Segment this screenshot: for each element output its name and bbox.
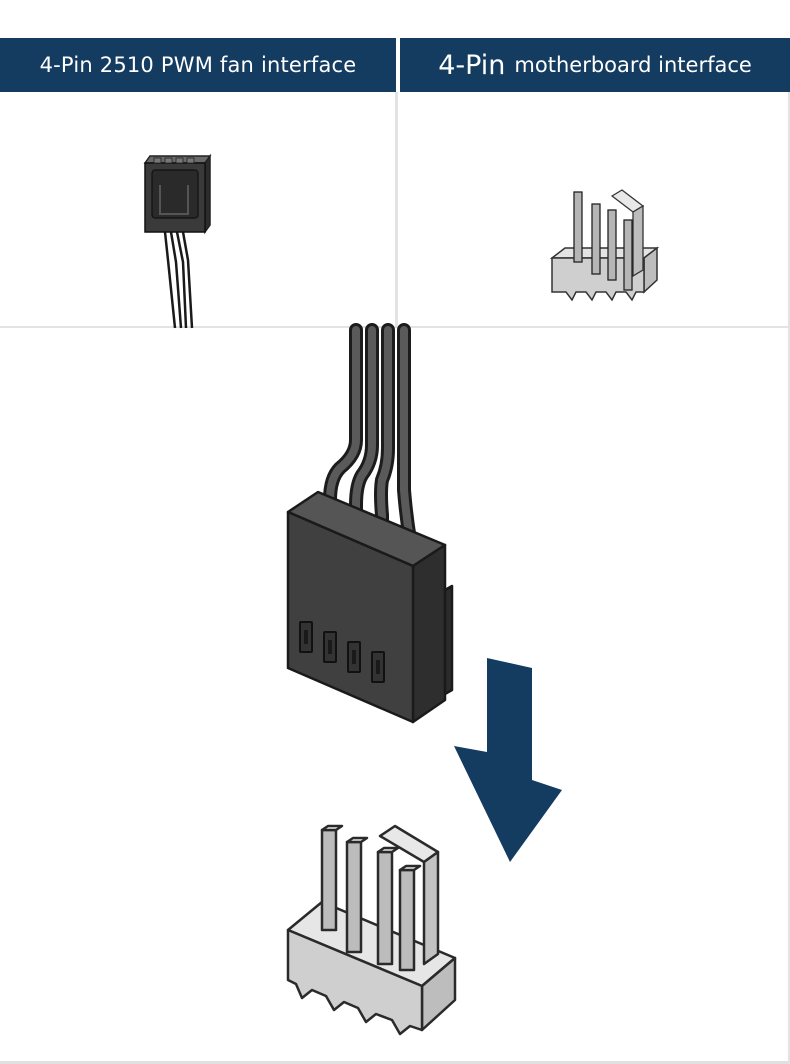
motherboard-interface-header: 4-Pin motherboard interface [400, 38, 790, 92]
motherboard-interface-title-prefix: 4-Pin [438, 49, 506, 81]
fan-connector-panel [0, 92, 398, 328]
motherboard-header-panel [398, 92, 790, 328]
fan-interface-header: 4-Pin 2510 PWM fan interface [0, 38, 396, 92]
fan-connector-sockets [299, 621, 385, 683]
fan-interface-title: 4-Pin 2510 PWM fan interface [39, 53, 357, 77]
motherboard-interface-title-suffix: motherboard interface [514, 53, 752, 77]
fan-cable-wires [323, 323, 417, 547]
down-arrow-icon [454, 658, 562, 862]
connection-illustration-panel [0, 328, 790, 1064]
fan-connector-body [286, 490, 454, 724]
motherboard-header-large [286, 824, 457, 1036]
